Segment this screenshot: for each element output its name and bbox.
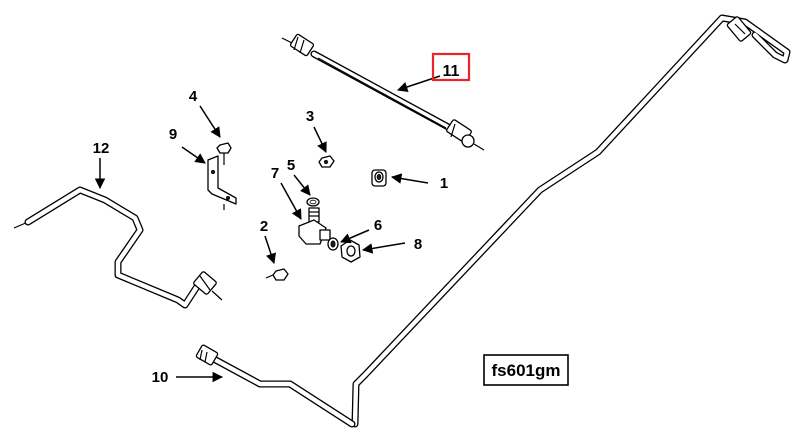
callout-8[interactable]: 8: [414, 236, 422, 253]
nut-part-3: [318, 155, 335, 168]
callout-11[interactable]: 11: [443, 63, 460, 80]
callout-10[interactable]: 10: [152, 369, 169, 386]
leader-9: [181, 146, 206, 164]
leader-5: [293, 174, 311, 196]
bolt-part-4: [216, 142, 232, 165]
callout-12[interactable]: 12: [93, 140, 110, 157]
reference-code-box: fs601gm: [483, 354, 569, 386]
callout-6[interactable]: 6: [374, 217, 382, 234]
callout-7[interactable]: 7: [271, 165, 279, 182]
washer-part-6: [327, 237, 339, 251]
reference-code: fs601gm: [492, 361, 561, 380]
line-10-fitting: [195, 344, 219, 366]
bracket-part-9: [207, 155, 237, 210]
fitting-part-1: [371, 169, 387, 187]
screw-part-2: [265, 268, 289, 281]
leader-3: [313, 126, 327, 153]
brake-line-10: [195, 344, 356, 428]
callout-3[interactable]: 3: [306, 108, 314, 125]
leader-7: [280, 182, 302, 220]
leader-arrows: [94, 75, 441, 383]
callout-1[interactable]: 1: [440, 175, 448, 192]
leader-1: [390, 173, 429, 184]
callout-4[interactable]: 4: [189, 88, 198, 105]
tee-fitting-part-7: [298, 207, 331, 245]
leader-8: [361, 242, 406, 254]
leader-2: [264, 235, 276, 264]
flex-hose-11: [281, 33, 485, 151]
leader-4: [199, 105, 221, 138]
leader-6: [340, 229, 370, 244]
o-ring-part-5: [306, 197, 320, 207]
callout-9[interactable]: 9: [169, 126, 177, 143]
nut-part-8: [340, 239, 361, 263]
line-12-fitting: [193, 271, 223, 301]
long-brake-line: [351, 14, 791, 428]
brake-line-12: [13, 186, 223, 309]
callout-2[interactable]: 2: [260, 218, 268, 235]
long-line-end-fitting: [726, 16, 752, 42]
callout-5[interactable]: 5: [287, 157, 295, 174]
highlight-box-11: [431, 52, 471, 82]
